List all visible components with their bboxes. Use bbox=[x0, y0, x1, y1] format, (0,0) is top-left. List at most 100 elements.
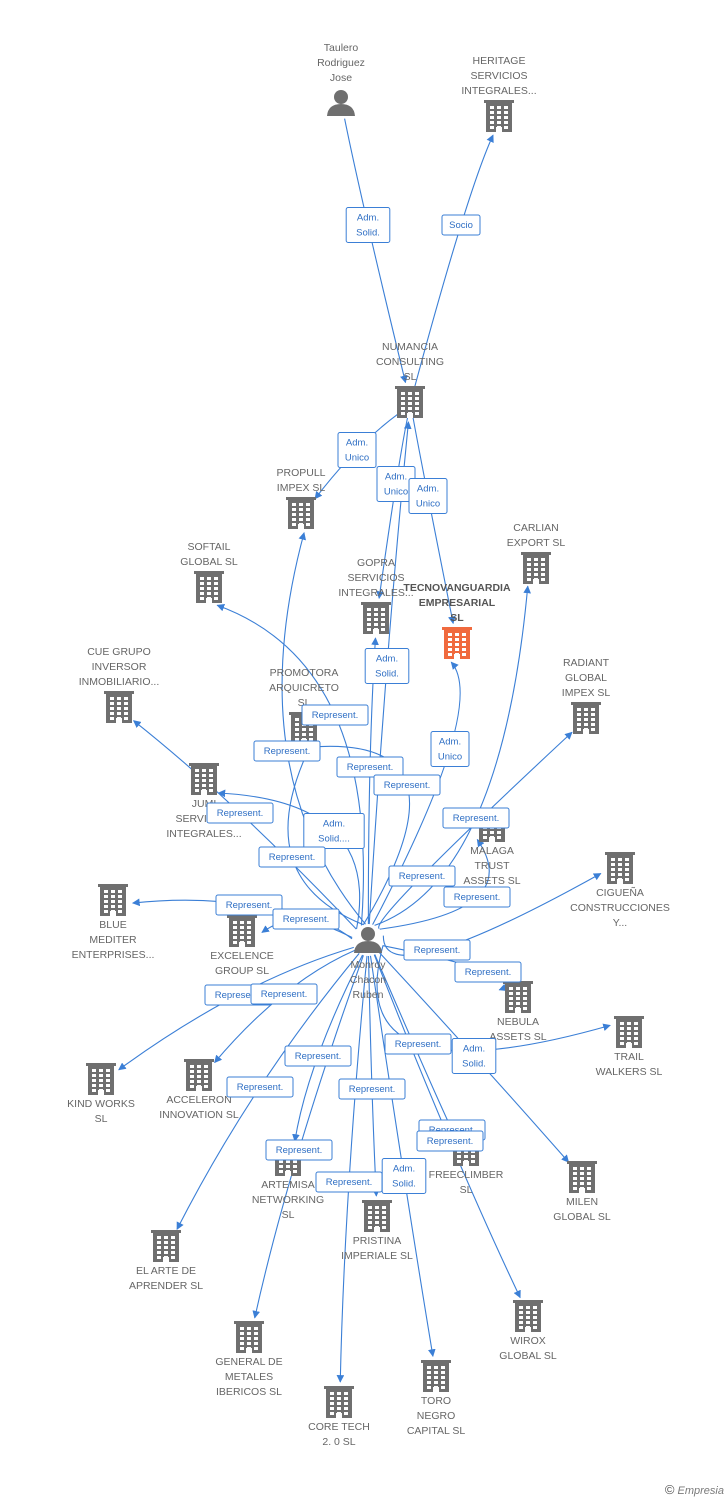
building-window bbox=[309, 728, 313, 731]
node-label: TECNOVANGUARDIA bbox=[403, 582, 511, 594]
node-ciguena[interactable]: CIGUEÑACONSTRUCCIONESY... bbox=[570, 852, 670, 929]
edge-label[interactable]: Represent. bbox=[206, 802, 274, 824]
edge-label[interactable]: Adm.Unico bbox=[337, 432, 377, 468]
edge-label[interactable]: Adm.Unico bbox=[430, 731, 470, 767]
node-cuegrupo[interactable]: CUE GRUPOINVERSORINMOBILIARIO... bbox=[79, 646, 160, 723]
building-window bbox=[195, 789, 199, 792]
edge-label-box bbox=[384, 1033, 452, 1055]
node-label: Taulero bbox=[324, 42, 359, 54]
building-window bbox=[104, 890, 108, 893]
edge-label[interactable]: Adm.Unico bbox=[376, 466, 416, 502]
node-label: ARQUICRETO bbox=[269, 682, 339, 694]
edge-label[interactable]: Represent. bbox=[443, 886, 511, 908]
edge-label[interactable]: Represent. bbox=[373, 774, 441, 796]
building-window bbox=[611, 858, 615, 861]
node-blue[interactable]: BLUEMEDITERENTERPRISES... bbox=[72, 884, 155, 961]
building-window bbox=[207, 577, 211, 580]
building-window bbox=[490, 116, 494, 119]
building-window bbox=[110, 712, 114, 715]
edge-label[interactable]: Represent. bbox=[454, 961, 522, 983]
node-label: CUE GRUPO bbox=[87, 646, 151, 658]
building-window bbox=[483, 836, 487, 839]
edge-label[interactable]: Represent. bbox=[253, 740, 321, 762]
building-window bbox=[309, 738, 313, 741]
edge-label[interactable]: Represent. bbox=[315, 1171, 383, 1193]
building-window bbox=[295, 733, 299, 736]
footer-brand[interactable]: © Empresia bbox=[665, 1482, 724, 1497]
node-heritage[interactable]: HERITAGESERVICIOSINTEGRALES... bbox=[461, 55, 537, 132]
building-window bbox=[509, 1007, 513, 1010]
building-window bbox=[233, 931, 237, 934]
edge-label[interactable]: Represent. bbox=[338, 1078, 406, 1100]
building-window bbox=[634, 1032, 638, 1035]
node-jumi[interactable]: JUMISERVICIOSINTEGRALES... bbox=[166, 763, 242, 840]
building-window bbox=[523, 1002, 527, 1005]
building-window bbox=[214, 582, 218, 585]
edge-label[interactable]: Adm.Solid. bbox=[364, 648, 410, 684]
building-window bbox=[620, 1037, 624, 1040]
edge-label-box bbox=[272, 908, 340, 930]
building-window bbox=[504, 106, 508, 109]
edge-label-text: Solid. bbox=[356, 228, 380, 239]
node-label: EXPORT SL bbox=[507, 537, 566, 549]
edge-label[interactable]: Represent. bbox=[388, 865, 456, 887]
building-door bbox=[116, 718, 122, 723]
edge-label[interactable]: Represent. bbox=[272, 908, 340, 930]
node-label: GLOBAL SL bbox=[553, 1211, 611, 1223]
building-window bbox=[526, 1321, 530, 1324]
building-window bbox=[92, 1069, 96, 1072]
edge-label-text: Represent. bbox=[326, 1177, 372, 1188]
edge-label[interactable]: Adm.Solid. bbox=[451, 1038, 497, 1074]
edge-label[interactable]: Represent. bbox=[215, 894, 283, 916]
edge-label[interactable]: Represent. bbox=[226, 1076, 294, 1098]
edge-label[interactable]: Represent. bbox=[258, 846, 326, 868]
building-window bbox=[591, 713, 595, 716]
edge-label[interactable]: Represent. bbox=[403, 939, 471, 961]
building-window bbox=[171, 1256, 175, 1259]
edge-label[interactable]: Represent. bbox=[301, 704, 369, 726]
edge-label[interactable]: Represent. bbox=[265, 1139, 333, 1161]
edge-label-box bbox=[226, 1076, 294, 1098]
edge-label[interactable]: Adm.Solid.... bbox=[303, 813, 365, 849]
node-gopra[interactable]: GOPRASERVICIOSINTEGRALES... bbox=[338, 557, 414, 634]
building-window bbox=[627, 1032, 631, 1035]
edge-label[interactable]: Represent. bbox=[416, 1130, 484, 1152]
edge-label[interactable]: Represent. bbox=[284, 1045, 352, 1067]
building-window bbox=[110, 697, 114, 700]
edge-label[interactable]: Socio bbox=[441, 214, 481, 236]
edge-label[interactable]: Represent. bbox=[336, 756, 404, 778]
edge-label[interactable]: Represent. bbox=[384, 1033, 452, 1055]
edge-label[interactable]: Represent. bbox=[250, 983, 318, 1005]
edge-label[interactable]: Adm.Solid. bbox=[381, 1158, 427, 1194]
building-window bbox=[195, 774, 199, 777]
edge-label[interactable]: Adm.Unico bbox=[408, 478, 448, 514]
building-window bbox=[434, 1366, 438, 1369]
building-window bbox=[104, 900, 108, 903]
building-window bbox=[401, 407, 405, 410]
building-icon bbox=[395, 386, 425, 418]
building-icon bbox=[184, 1059, 214, 1091]
edge-label[interactable]: Represent. bbox=[442, 807, 510, 829]
edge-label[interactable]: Adm.Solid. bbox=[345, 207, 391, 243]
